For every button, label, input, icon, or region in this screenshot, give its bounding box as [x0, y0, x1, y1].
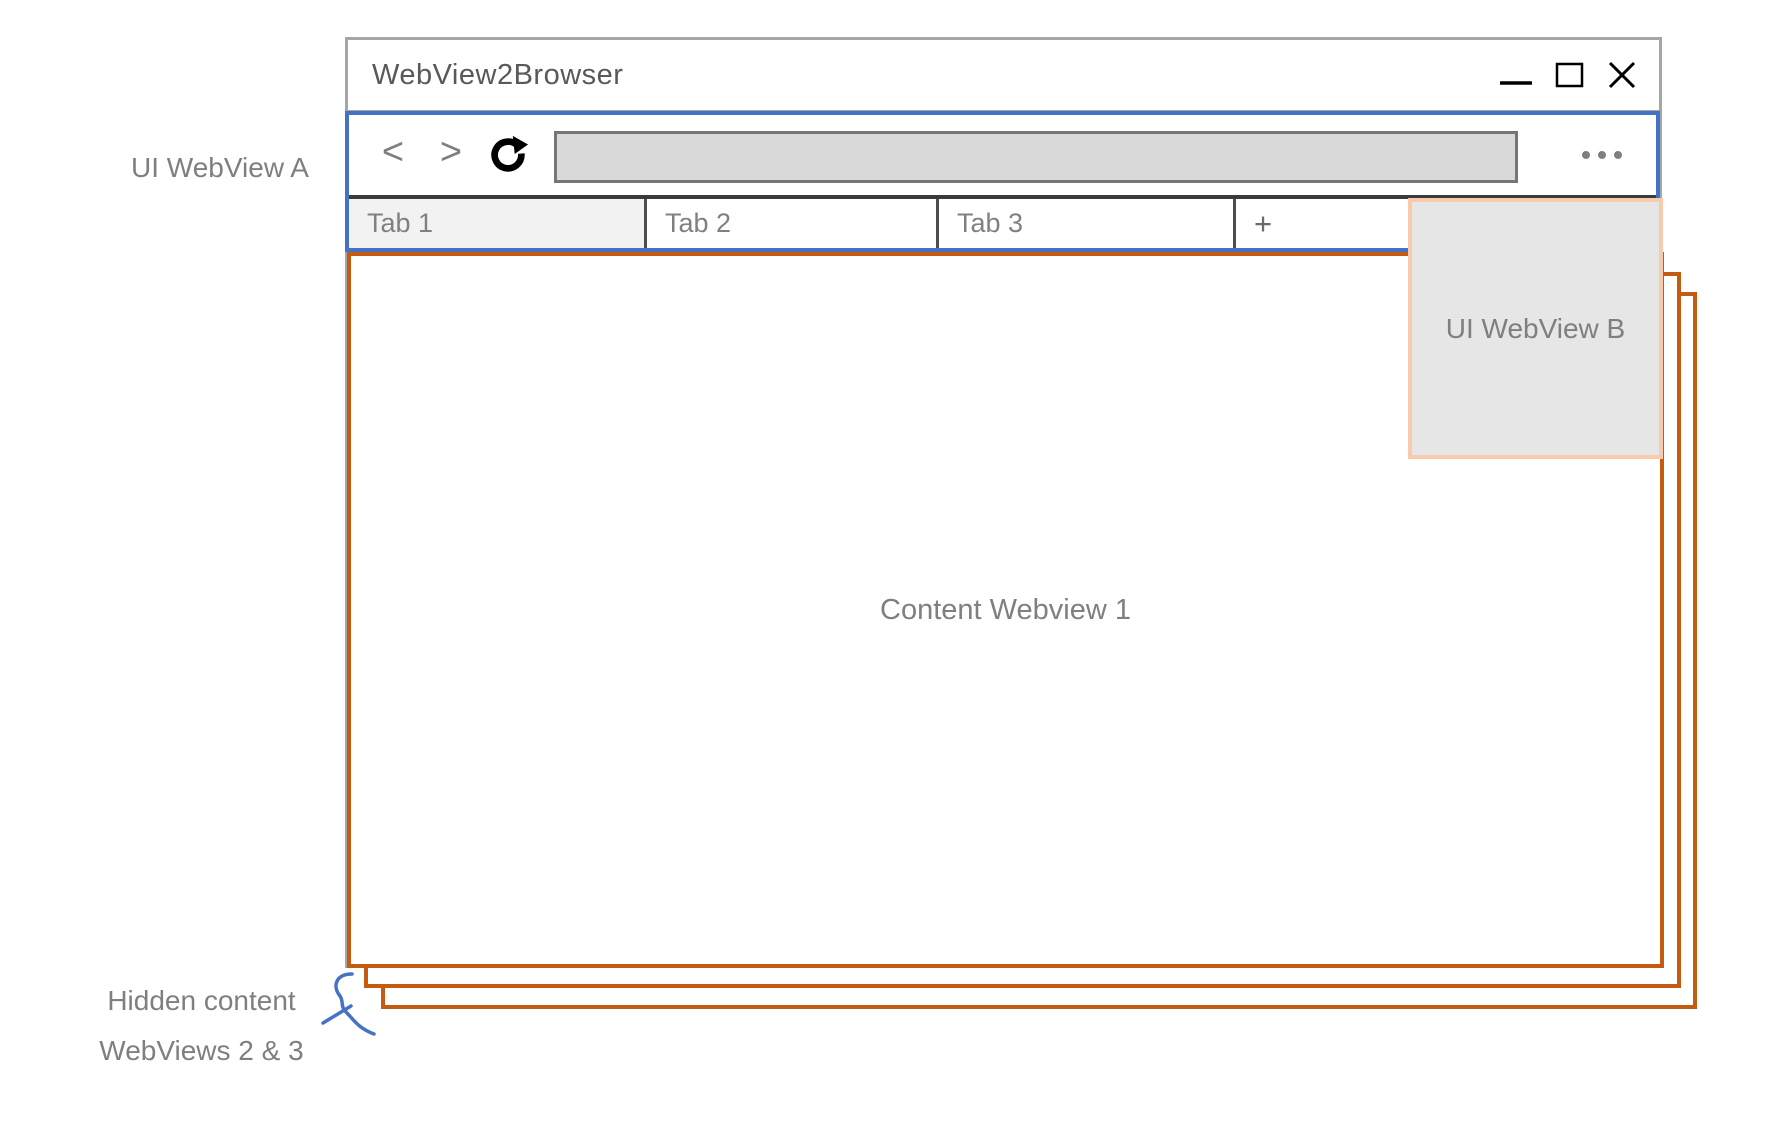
ellipsis-menu-icon[interactable] — [1582, 151, 1622, 159]
reload-icon[interactable] — [487, 134, 529, 176]
tab-3-label: Tab 3 — [957, 208, 1024, 238]
close-icon[interactable] — [1607, 60, 1637, 90]
forward-button[interactable]: > — [439, 130, 463, 173]
ui-webview-b-region: UI WebView B — [1408, 198, 1663, 459]
brace-icon — [321, 972, 376, 1036]
back-button[interactable]: < — [381, 130, 405, 173]
hidden-webviews-annotation-line1: Hidden content — [107, 985, 296, 1016]
new-tab-plus-icon: + — [1254, 205, 1273, 241]
tab-1-label: Tab 1 — [367, 208, 434, 238]
ui-webview-b-label: UI WebView B — [1445, 312, 1626, 344]
content-webview-1-label: Content Webview 1 — [880, 593, 1131, 626]
tab-2[interactable]: Tab 2 — [644, 199, 936, 248]
tab-2-label: Tab 2 — [665, 208, 732, 238]
window-title: WebView2Browser — [372, 58, 624, 91]
address-bar[interactable] — [554, 131, 1518, 183]
minimize-icon[interactable] — [1499, 60, 1533, 90]
tab-1[interactable]: Tab 1 — [349, 199, 644, 248]
maximize-icon[interactable] — [1555, 60, 1585, 90]
tab-3[interactable]: Tab 3 — [936, 199, 1233, 248]
title-bar: WebView2Browser — [345, 37, 1662, 113]
hidden-webviews-annotation: Hidden content WebViews 2 & 3 — [64, 976, 339, 1076]
window-controls — [1499, 60, 1637, 90]
hidden-webviews-annotation-line2: WebViews 2 & 3 — [99, 1035, 304, 1066]
browser-toolbar: < > — [349, 115, 1656, 195]
ui-webview-a-annotation: UI WebView A — [131, 152, 309, 183]
